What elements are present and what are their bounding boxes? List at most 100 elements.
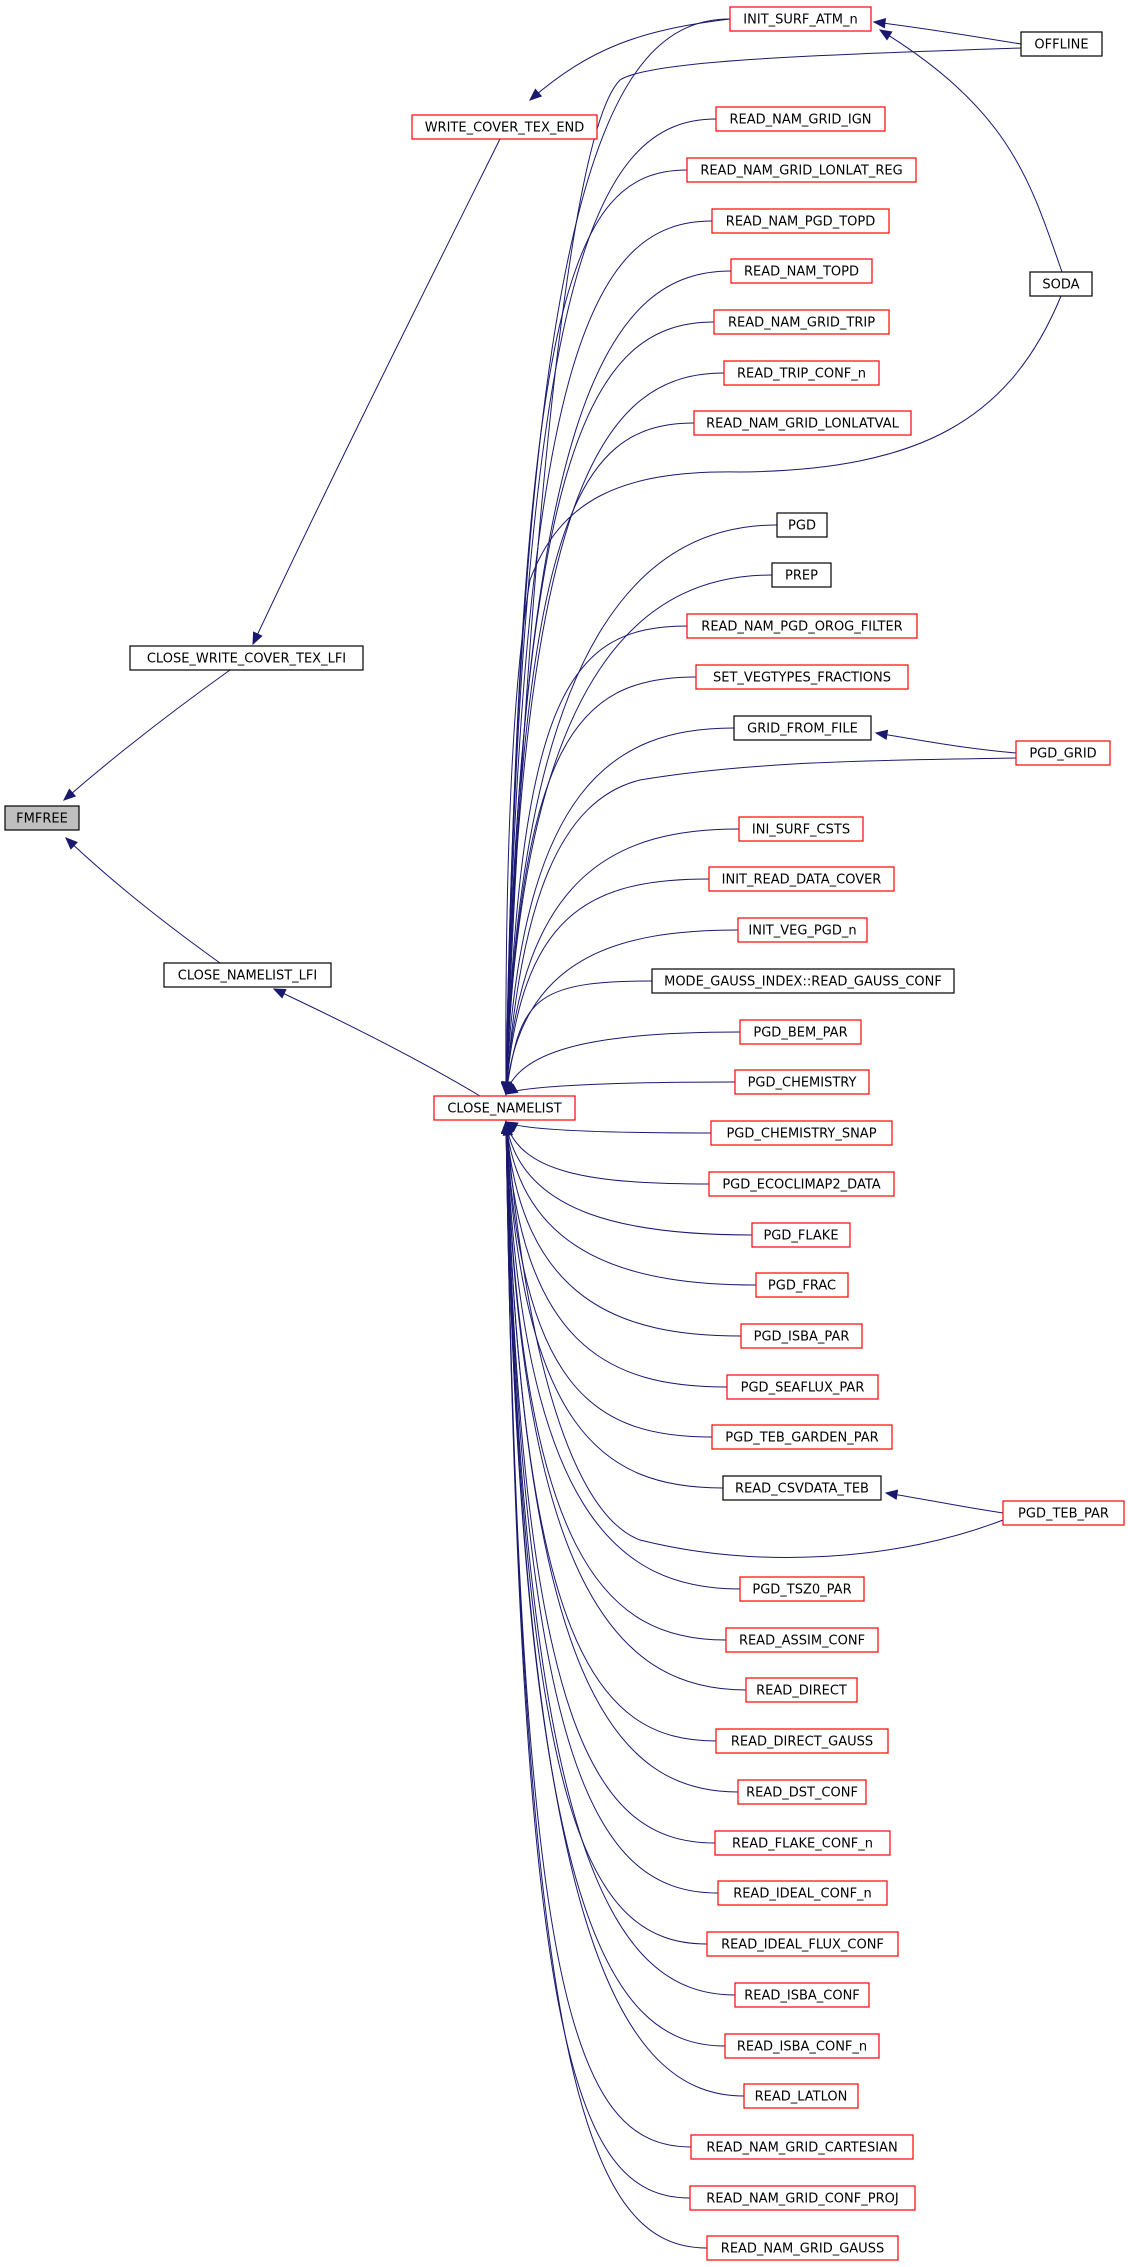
- node-read-direct[interactable]: READ_DIRECT: [745, 1677, 858, 1703]
- node-init-surf-atm-n[interactable]: INIT_SURF_ATM_n: [729, 6, 872, 32]
- edge-pgd_chemistry-to-close_namelist: [505, 1081, 736, 1095]
- node-grid-from-file[interactable]: GRID_FROM_FILE: [733, 715, 872, 741]
- node-pgd-frac[interactable]: PGD_FRAC: [755, 1272, 849, 1298]
- arrowhead-close_namelist_lfi-to-fmfree: [65, 837, 78, 850]
- node-box: [706, 2235, 899, 2261]
- node-pgd-ecoclimap2-data[interactable]: PGD_ECOCLIMAP2_DATA: [708, 1171, 895, 1197]
- node-read-nam-pgd-topd[interactable]: READ_NAM_PGD_TOPD: [711, 208, 890, 234]
- node-box: [708, 1171, 895, 1197]
- node-label: WRITE_COVER_TEX_END: [425, 121, 585, 136]
- edge-init_read_data_cover-to-close_namelist: [505, 878, 710, 1095]
- node-pgd-teb-par[interactable]: PGD_TEB_PAR: [1002, 1500, 1125, 1526]
- node-set-vegtypes-fractions[interactable]: SET_VEGTYPES_FRACTIONS: [695, 664, 909, 690]
- arrowhead-pgd_teb_par-to-read_csvdata_teb: [884, 1489, 899, 1500]
- node-label: READ_NAM_TOPD: [744, 265, 859, 280]
- node-label: READ_DIRECT: [756, 1684, 847, 1699]
- node-label: GRID_FROM_FILE: [747, 722, 858, 737]
- node-label: PGD_ECOCLIMAP2_DATA: [722, 1178, 880, 1193]
- node-prep[interactable]: PREP: [771, 562, 832, 588]
- node-mode-gauss-index-read-gauss-conf[interactable]: MODE_GAUSS_INDEX::READ_GAUSS_CONF: [651, 968, 955, 994]
- arrowhead-pgd_grid-to-grid_from_file: [874, 729, 889, 740]
- node-read-nam-grid-gauss[interactable]: READ_NAM_GRID_GAUSS: [706, 2235, 899, 2261]
- node-label: FMFREE: [16, 812, 68, 827]
- node-read-nam-grid-cartesian[interactable]: READ_NAM_GRID_CARTESIAN: [690, 2134, 914, 2160]
- edge-close_namelist_lfi-to-fmfree: [65, 837, 221, 964]
- node-label: READ_NAM_PGD_OROG_FILTER: [701, 620, 902, 635]
- node-read-nam-grid-trip[interactable]: READ_NAM_GRID_TRIP: [713, 309, 890, 335]
- node-label: SET_VEGTYPES_FRACTIONS: [713, 671, 891, 686]
- node-read-flake-conf-n[interactable]: READ_FLAKE_CONF_n: [714, 1830, 891, 1856]
- node-label: PGD_TSZ0_PAR: [752, 1583, 851, 1598]
- node-label: CLOSE_WRITE_COVER_TEX_LFI: [147, 652, 346, 667]
- node-close-namelist[interactable]: CLOSE_NAMELIST: [433, 1095, 576, 1121]
- node-box: [739, 1576, 865, 1602]
- node-write-cover-tex-end[interactable]: WRITE_COVER_TEX_END: [411, 114, 598, 140]
- arrowhead-close_write_cover_tex_lfi-to-fmfree: [63, 788, 77, 801]
- node-read-direct-gauss[interactable]: READ_DIRECT_GAUSS: [715, 1728, 889, 1754]
- node-label: PGD_CHEMISTRY: [748, 1076, 857, 1091]
- node-offline[interactable]: OFFLINE: [1020, 31, 1103, 57]
- node-soda[interactable]: SODA: [1029, 271, 1093, 297]
- node-box: [726, 1374, 879, 1400]
- node-read-csvdata-teb[interactable]: READ_CSVDATA_TEB: [722, 1475, 882, 1501]
- node-read-assim-conf[interactable]: READ_ASSIM_CONF: [725, 1627, 879, 1653]
- node-label: CLOSE_NAMELIST: [447, 1102, 561, 1117]
- edge-pgd_bem_par-to-close_namelist: [505, 1031, 741, 1095]
- node-pgd-teb-garden-par[interactable]: PGD_TEB_GARDEN_PAR: [711, 1424, 893, 1450]
- node-pgd-seaflux-par[interactable]: PGD_SEAFLUX_PAR: [726, 1374, 879, 1400]
- edge-read_nam_grid_lonlat_reg-to-close_namelist: [505, 169, 688, 1095]
- node-pgd-isba-par[interactable]: PGD_ISBA_PAR: [740, 1323, 863, 1349]
- edge-write_cover_tex_end-to-close_write_cover_tex_lfi: [252, 138, 501, 645]
- node-close-write-cover-tex-lfi[interactable]: CLOSE_WRITE_COVER_TEX_LFI: [129, 645, 364, 671]
- edge-read_direct-to-close_namelist: [505, 1121, 747, 1691]
- node-box: [722, 1475, 882, 1501]
- node-read-nam-topd[interactable]: READ_NAM_TOPD: [730, 258, 873, 284]
- node-label: PGD_GRID: [1029, 747, 1096, 762]
- node-pgd-chemistry[interactable]: PGD_CHEMISTRY: [734, 1069, 870, 1095]
- node-box: [734, 1069, 870, 1095]
- edge-read_nam_grid_gauss-to-close_namelist: [505, 1121, 708, 2249]
- node-fmfree: FMFREE: [4, 805, 80, 831]
- node-box: [751, 1222, 851, 1248]
- node-read-isba-conf[interactable]: READ_ISBA_CONF: [734, 1982, 870, 2008]
- node-pgd-grid[interactable]: PGD_GRID: [1015, 740, 1111, 766]
- node-ini-surf-csts[interactable]: INI_SURF_CSTS: [738, 816, 864, 842]
- node-read-ideal-flux-conf[interactable]: READ_IDEAL_FLUX_CONF: [706, 1931, 899, 1957]
- node-read-dst-conf[interactable]: READ_DST_CONF: [737, 1779, 867, 1805]
- node-read-latlon[interactable]: READ_LATLON: [743, 2083, 859, 2109]
- node-read-ideal-conf-n[interactable]: READ_IDEAL_CONF_n: [717, 1880, 888, 1906]
- node-init-veg-pgd-n[interactable]: INIT_VEG_PGD_n: [737, 917, 868, 943]
- edge-read_ideal_conf_n-to-close_namelist: [505, 1121, 719, 1894]
- edge-read_nam_grid_trip-to-close_namelist: [505, 321, 715, 1095]
- node-pgd[interactable]: PGD: [776, 512, 828, 538]
- node-label: PREP: [785, 569, 818, 584]
- node-label: PGD_FLAKE: [763, 1229, 838, 1244]
- node-close-namelist-lfi[interactable]: CLOSE_NAMELIST_LFI: [163, 962, 332, 988]
- node-read-nam-grid-lonlat-reg[interactable]: READ_NAM_GRID_LONLAT_REG: [686, 157, 917, 183]
- node-pgd-flake[interactable]: PGD_FLAKE: [751, 1222, 851, 1248]
- node-read-nam-grid-ign[interactable]: READ_NAM_GRID_IGN: [715, 106, 886, 132]
- node-box: [730, 258, 873, 284]
- node-label: READ_DIRECT_GAUSS: [731, 1735, 873, 1750]
- node-pgd-tsz0-par[interactable]: PGD_TSZ0_PAR: [739, 1576, 865, 1602]
- node-read-nam-grid-lonlatval[interactable]: READ_NAM_GRID_LONLATVAL: [693, 410, 912, 436]
- edge-prep-to-close_namelist: [505, 574, 773, 1095]
- node-box: [433, 1095, 576, 1121]
- node-read-trip-conf-n[interactable]: READ_TRIP_CONF_n: [723, 360, 880, 386]
- node-label: READ_NAM_GRID_LONLATVAL: [706, 417, 899, 432]
- node-label: PGD_ISBA_PAR: [754, 1330, 850, 1345]
- node-label: PGD: [788, 519, 816, 534]
- node-init-read-data-cover[interactable]: INIT_READ_DATA_COVER: [708, 866, 895, 892]
- node-read-nam-grid-conf-proj[interactable]: READ_NAM_GRID_CONF_PROJ: [689, 2185, 916, 2211]
- node-label: READ_FLAKE_CONF_n: [732, 1837, 873, 1852]
- node-box: [711, 208, 890, 234]
- node-read-isba-conf-n[interactable]: READ_ISBA_CONF_n: [724, 2033, 880, 2059]
- node-box: [693, 410, 912, 436]
- node-box: [771, 562, 832, 588]
- node-box: [714, 1830, 891, 1856]
- node-pgd-bem-par[interactable]: PGD_BEM_PAR: [739, 1019, 862, 1045]
- node-read-nam-pgd-orog-filter[interactable]: READ_NAM_PGD_OROG_FILTER: [686, 613, 918, 639]
- edge-pgd_chemistry_snap-to-close_namelist: [505, 1121, 712, 1134]
- node-pgd-chemistry-snap[interactable]: PGD_CHEMISTRY_SNAP: [710, 1120, 893, 1146]
- node-label: READ_ISBA_CONF: [744, 1989, 860, 2004]
